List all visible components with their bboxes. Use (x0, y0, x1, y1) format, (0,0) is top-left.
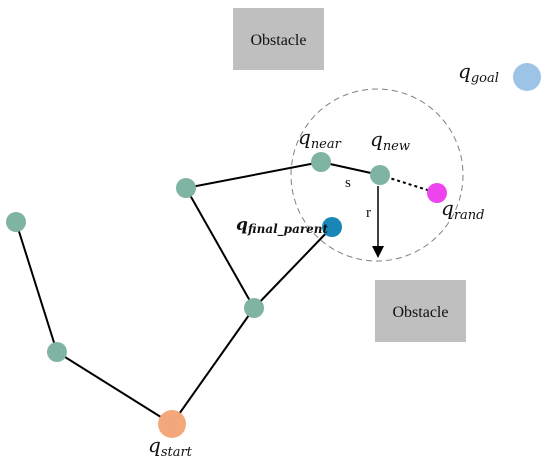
tree-node (6, 212, 26, 232)
obstacle-top-label: Obstacle (251, 32, 307, 49)
tree-edge (253, 226, 333, 309)
radius-label: r (366, 205, 371, 221)
tree-edge (56, 351, 173, 425)
q-start-node (158, 410, 186, 438)
tree-edge (185, 187, 255, 309)
q-new-label: qnew (370, 127, 410, 154)
obstacle-bottom (375, 280, 466, 342)
tree-node (244, 298, 264, 318)
q-rand-node (427, 183, 447, 203)
search-radius-circle (290, 88, 464, 262)
q-final-parent-node (322, 217, 342, 237)
q-goal-node (513, 63, 541, 91)
tree-edge (171, 307, 255, 425)
obstacle-top (233, 8, 324, 70)
q-new-node (370, 165, 390, 185)
tree-edge (15, 221, 58, 353)
q-near-label: qnear (298, 125, 342, 152)
q-rand-label: qrand (441, 196, 484, 223)
tree-edge-near-new (320, 161, 381, 176)
q-goal-label: qgoal (458, 59, 499, 86)
tree-node (176, 178, 196, 198)
step-size-label: s (345, 175, 351, 191)
obstacle-bottom-label: Obstacle (393, 304, 449, 321)
tree-node (47, 342, 67, 362)
tree-edge (185, 161, 322, 189)
q-final-parent-label: qfinal_parent (236, 215, 329, 237)
q-start-label: qstart (148, 433, 193, 460)
q-near-node (311, 152, 331, 172)
